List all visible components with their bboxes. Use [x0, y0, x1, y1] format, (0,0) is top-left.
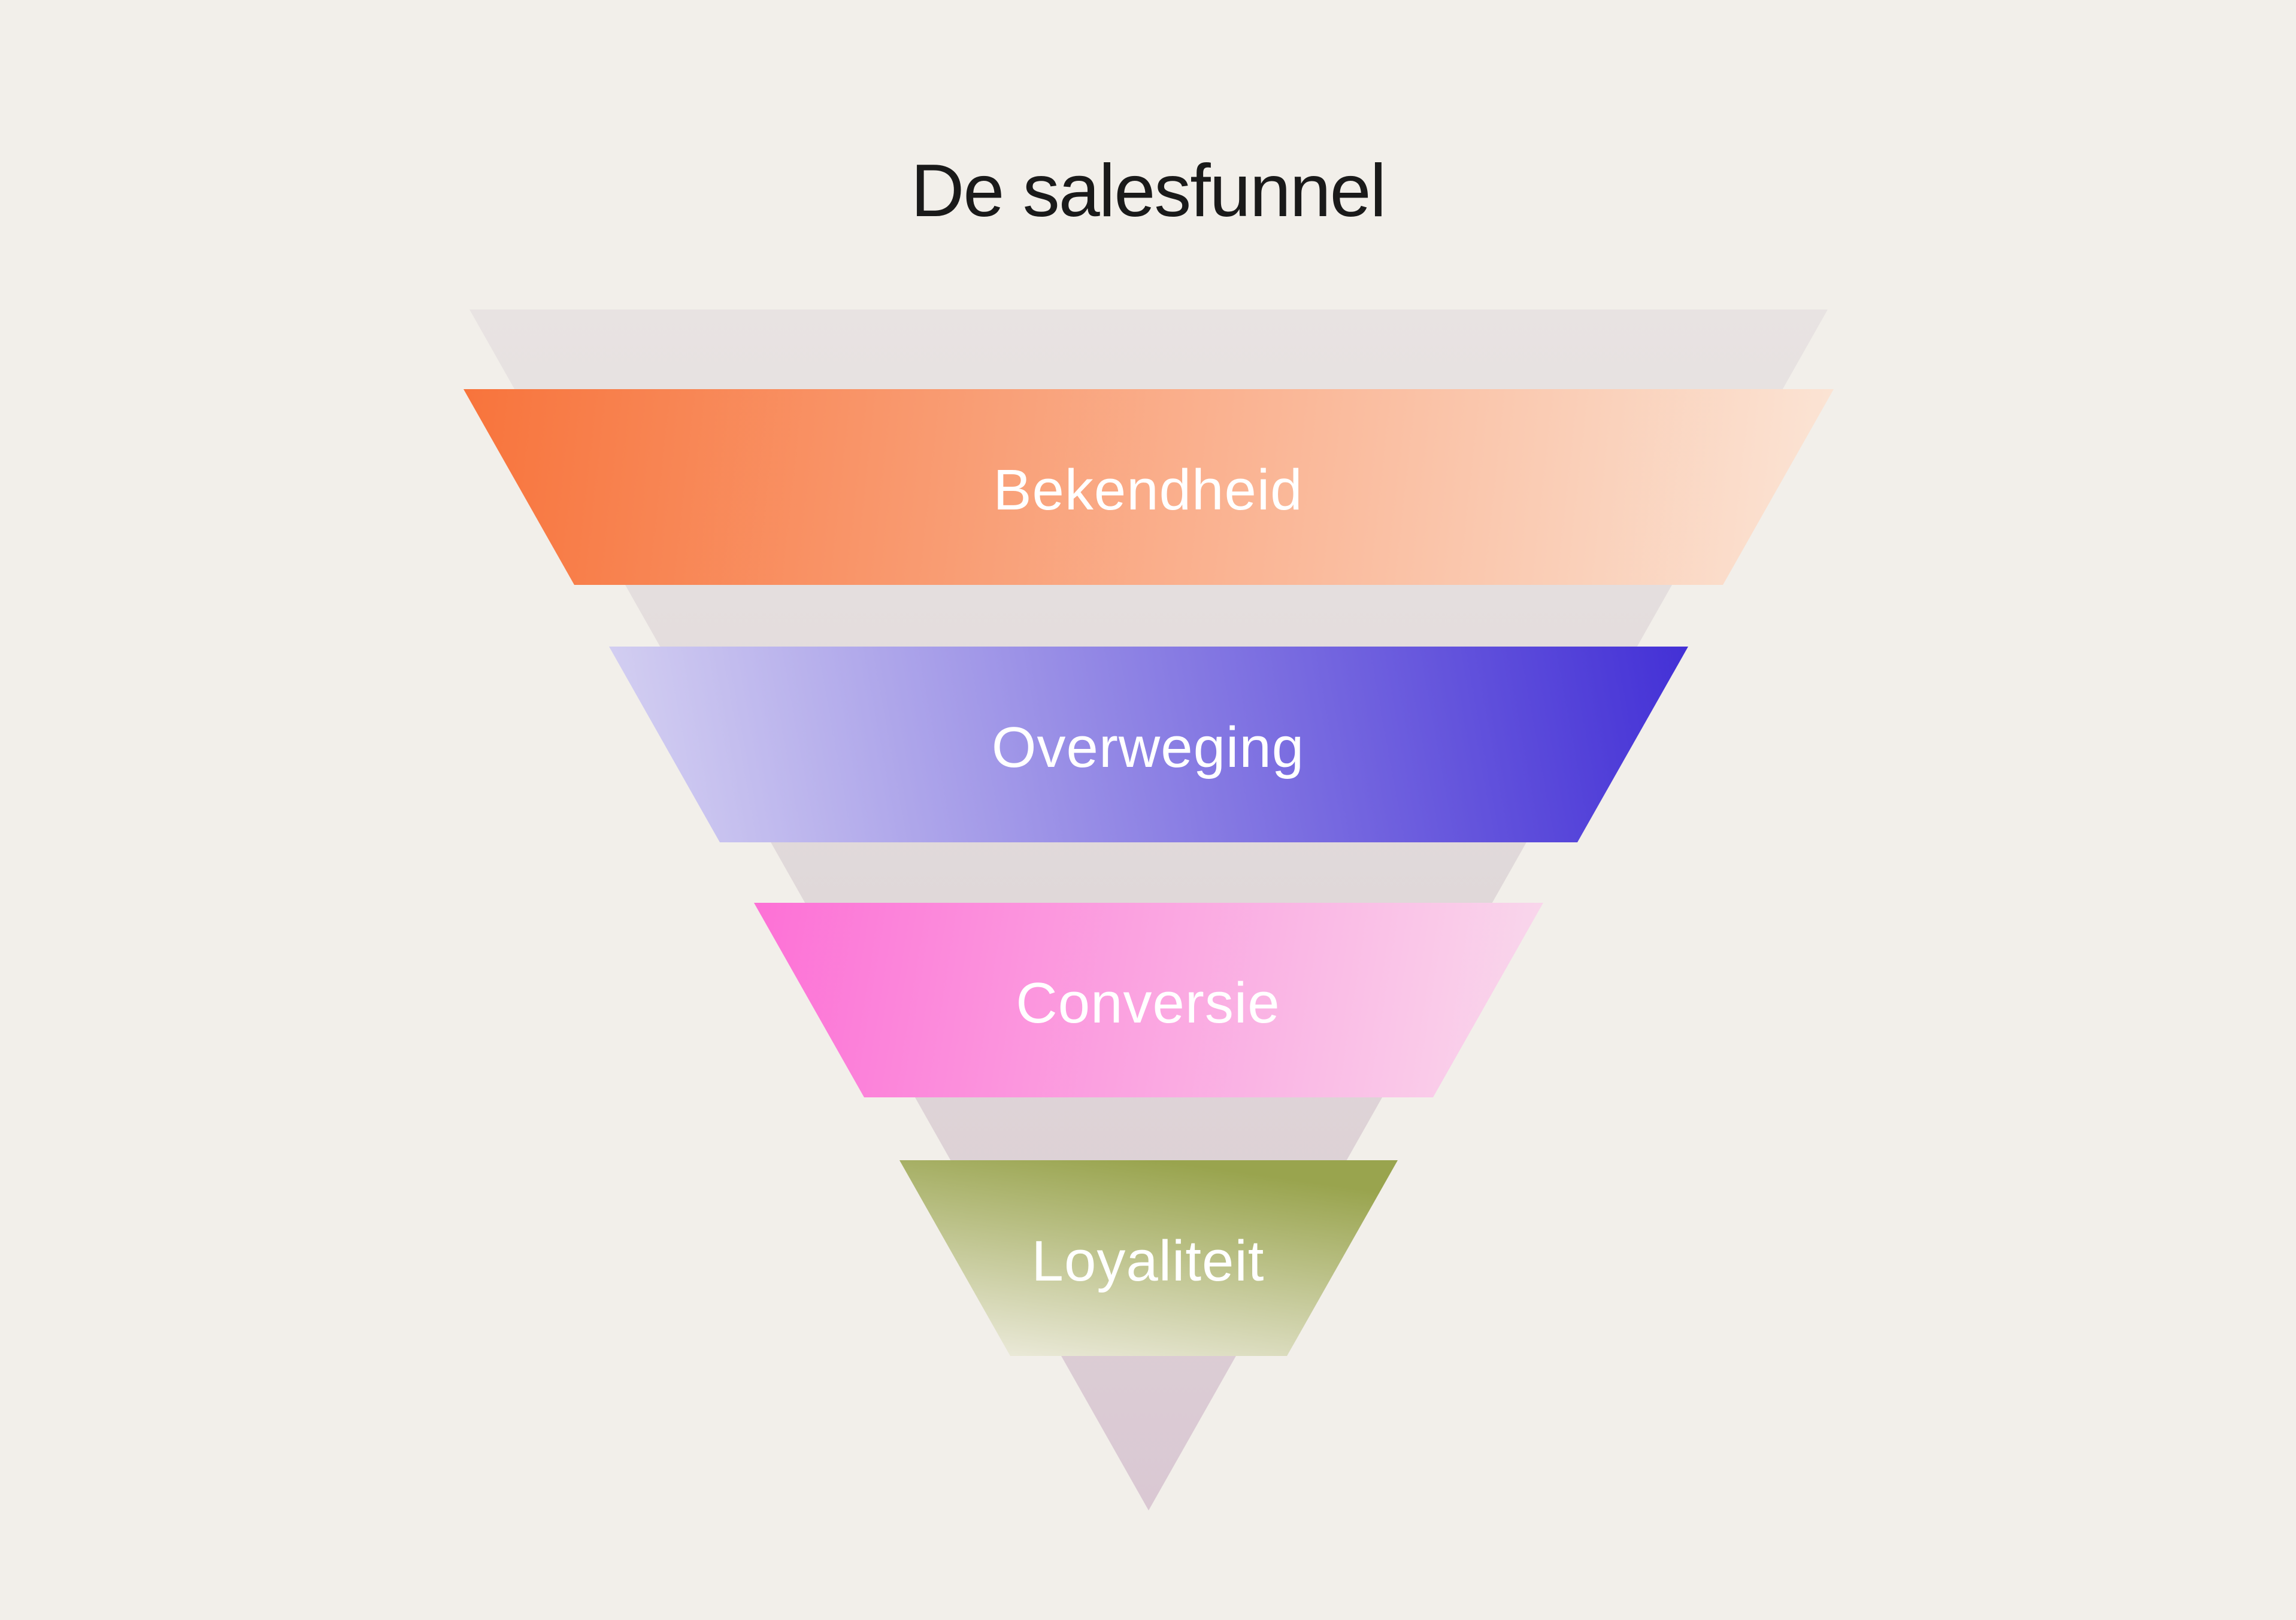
stage-label-conversie: Conversie — [1016, 970, 1280, 1035]
page-title: De salesfunnel — [910, 150, 1386, 232]
stage-band-bekendheid — [464, 389, 1834, 585]
stage-label-overweging: Overweging — [991, 715, 1305, 779]
stage-band-overweging — [609, 647, 1688, 842]
stage-label-bekendheid: Bekendheid — [993, 457, 1303, 522]
stage-band-loyaliteit — [899, 1160, 1398, 1356]
stage-band-conversie — [754, 903, 1543, 1097]
stage-label-loyaliteit: Loyaliteit — [1031, 1228, 1265, 1293]
